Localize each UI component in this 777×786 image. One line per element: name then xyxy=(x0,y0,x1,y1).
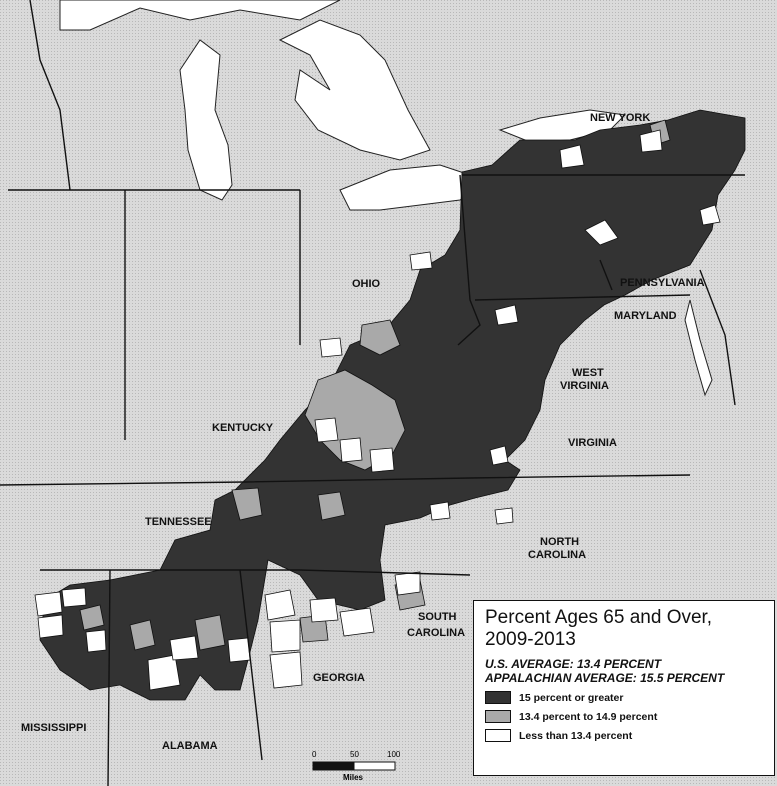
legend-swatch-low xyxy=(485,729,511,742)
legend-label-mid: 13.4 percent to 14.9 percent xyxy=(519,710,658,723)
legend-us-average: U.S. AVERAGE: 13.4 PERCENT xyxy=(485,657,662,671)
label-alabama: ALABAMA xyxy=(162,740,218,752)
label-ohio: OHIO xyxy=(352,278,381,290)
scale-unit: Miles xyxy=(343,773,364,782)
label-tennessee: TENNESSEE xyxy=(145,516,212,528)
label-new-york: NEW YORK xyxy=(590,112,650,124)
legend-label-low: Less than 13.4 percent xyxy=(519,729,633,742)
legend-title-line1: Percent Ages 65 and Over, xyxy=(485,607,713,628)
scale-tick-100: 100 xyxy=(387,750,401,759)
legend-title-line2: 2009-2013 xyxy=(485,629,576,650)
label-north-carolina-1: NORTH xyxy=(540,536,579,548)
legend-label-high: 15 percent or greater xyxy=(519,691,624,704)
label-maryland: MARYLAND xyxy=(614,310,677,322)
lake-huron xyxy=(278,19,431,161)
scale-bar: 0 50 100 Miles xyxy=(312,750,401,782)
legend: Percent Ages 65 and Over, 2009-2013 U.S.… xyxy=(473,600,775,776)
label-west-virginia-1: WEST xyxy=(572,367,604,379)
legend-swatch-high xyxy=(485,691,511,704)
legend-item-mid: 13.4 percent to 14.9 percent xyxy=(485,710,774,723)
state-boundaries xyxy=(0,0,745,786)
scale-tick-50: 50 xyxy=(350,750,359,759)
legend-item-high: 15 percent or greater xyxy=(485,691,774,704)
state-labels: NEW YORK PENNSYLVANIA OHIO MARYLAND WEST… xyxy=(21,112,705,752)
lake-michigan xyxy=(179,39,233,201)
legend-appalachian-average: APPALACHIAN AVERAGE: 15.5 PERCENT xyxy=(485,671,725,685)
legend-swatch-mid xyxy=(485,710,511,723)
label-south-carolina-1: SOUTH xyxy=(418,611,457,623)
label-north-carolina-2: CAROLINA xyxy=(528,549,586,561)
appalachian-low-counties xyxy=(34,129,721,691)
label-south-carolina-2: CAROLINA xyxy=(407,627,465,639)
chesapeake-bay xyxy=(684,299,713,397)
label-kentucky: KENTUCKY xyxy=(212,422,274,434)
label-virginia: VIRGINIA xyxy=(568,437,617,449)
label-mississippi: MISSISSIPPI xyxy=(21,722,86,734)
label-georgia: GEORGIA xyxy=(313,672,365,684)
label-west-virginia-2: VIRGINIA xyxy=(560,380,609,392)
scale-tick-0: 0 xyxy=(312,750,317,759)
label-pennsylvania: PENNSYLVANIA xyxy=(620,277,705,289)
legend-item-low: Less than 13.4 percent xyxy=(485,729,774,742)
lake-superior xyxy=(59,0,341,31)
